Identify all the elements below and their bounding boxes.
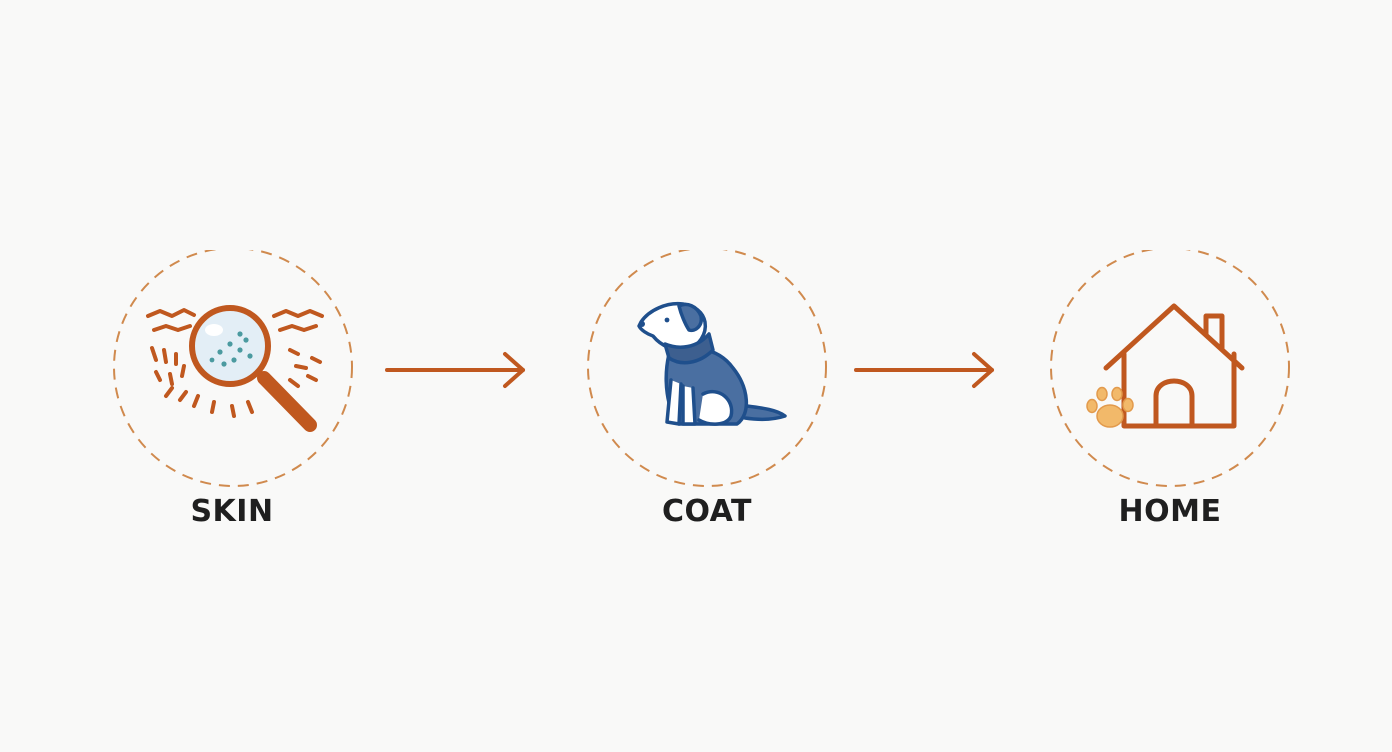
arrow-right-icon (854, 352, 994, 388)
sitting-dog-icon (637, 301, 787, 426)
dashed-ring (587, 250, 827, 487)
house-paw-icon (1086, 303, 1245, 429)
step-label: COAT (661, 494, 753, 529)
step-label: SKIN (190, 494, 274, 529)
step-label: HOME (1118, 494, 1222, 529)
dashed-ring (113, 250, 353, 487)
dashed-ring (1050, 250, 1290, 487)
step-coat: COAT (587, 250, 837, 550)
step-skin: SKIN (112, 250, 362, 550)
step-home: HOME (1050, 250, 1300, 550)
magnifier-skin-icon (146, 305, 324, 432)
arrow-right-icon (385, 352, 525, 388)
